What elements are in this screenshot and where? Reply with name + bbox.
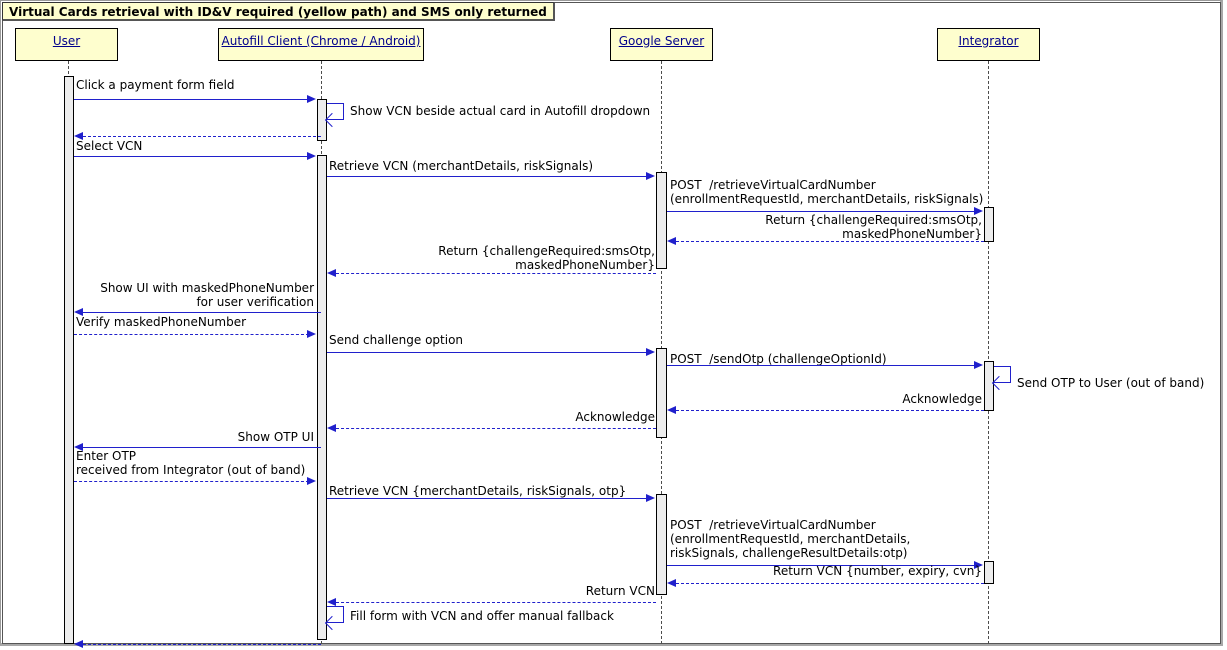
message-17-arrowhead [307, 477, 316, 485]
message-19-line [667, 565, 975, 566]
message-12-label: POST /sendOtp (challengeOptionId) [670, 352, 887, 366]
message-12-arrowhead [974, 361, 983, 369]
message-3-arrowhead [74, 132, 83, 140]
message-8-line [336, 273, 656, 274]
message-21-arrowhead [327, 598, 336, 606]
message-13-self-loop [994, 366, 1011, 383]
message-6-label-line2: (enrollmentRequestId, merchantDetails, r… [670, 192, 984, 206]
activation-google-1 [656, 172, 667, 269]
message-8-arrowhead [327, 269, 336, 277]
message-3-line [83, 136, 321, 137]
message-14-arrowhead [667, 406, 676, 414]
message-15-label: Acknowledge [575, 410, 655, 424]
activation-user [64, 76, 74, 644]
message-4-label: Select VCN [76, 139, 143, 153]
diagram-title: Virtual Cards retrieval with ID&V requir… [2, 2, 555, 21]
message-17-label-line1: Enter OTP [76, 449, 137, 463]
message-6-arrowhead [974, 207, 983, 215]
activation-google-2 [656, 348, 667, 438]
message-12-line [667, 365, 975, 366]
message-23-arrowhead [74, 640, 83, 648]
message-6-label-line1: POST /retrieveVirtualCardNumber [670, 178, 876, 192]
message-19-label-line1: POST /retrieveVirtualCardNumber [670, 518, 876, 532]
message-10-label: Verify maskedPhoneNumber [76, 315, 247, 329]
message-20-arrowhead [667, 579, 676, 587]
message-23-line [83, 644, 321, 645]
message-22-self-loop [327, 606, 344, 623]
message-14-label: Acknowledge [902, 392, 982, 406]
message-21-line [336, 602, 656, 603]
message-18-arrowhead [646, 494, 655, 502]
message-19-label-line3: riskSignals, challengeResultDetails:otp) [670, 546, 908, 560]
message-10-arrowhead [307, 330, 316, 338]
message-10-line [74, 334, 309, 335]
message-16-label: Show OTP UI [237, 430, 314, 444]
participant-google-server-label: Google Server [618, 34, 705, 48]
activation-google-3 [656, 494, 667, 595]
message-7-arrowhead [667, 237, 676, 245]
message-11-arrowhead [646, 348, 655, 356]
message-9-label-line2: for user verification [196, 295, 314, 309]
message-18-line [327, 498, 648, 499]
message-6-line [667, 211, 975, 212]
message-7-line [676, 241, 984, 242]
message-8-label-line1: Return {challengeRequired:smsOtp, [438, 244, 655, 258]
message-19-arrowhead [974, 561, 983, 569]
activation-autofill-1 [317, 99, 327, 141]
message-13-label: Send OTP to User (out of band) [1017, 376, 1205, 390]
message-9-line [83, 312, 321, 313]
participant-user-label: User [52, 34, 81, 48]
activation-integrator-2 [984, 361, 994, 411]
message-7-label-line2: maskedPhoneNumber} [842, 227, 982, 241]
participant-integrator-label: Integrator [958, 34, 1019, 48]
message-9-label-line1: Show UI with maskedPhoneNumber [100, 281, 314, 295]
activation-integrator-3 [984, 561, 994, 584]
message-19-label-line2: (enrollmentRequestId, merchantDetails, [670, 532, 911, 546]
message-5-label: Retrieve VCN (merchantDetails, riskSigna… [329, 159, 593, 173]
message-16-arrowhead [74, 443, 83, 451]
message-2-label: Show VCN beside actual card in Autofill … [350, 104, 651, 118]
participant-autofill-client-label: Autofill Client (Chrome / Android) [221, 34, 421, 48]
message-22-label: Fill form with VCN and offer manual fall… [350, 609, 614, 623]
message-15-arrowhead [327, 424, 336, 432]
message-20-label: Return VCN {number, expiry, cvn} [773, 564, 982, 578]
message-8-label-line2: maskedPhoneNumber} [515, 258, 655, 272]
message-5-line [327, 176, 648, 177]
message-17-label-line2: received from Integrator (out of band) [76, 463, 306, 477]
participant-google-server[interactable]: Google Server [610, 28, 713, 61]
message-9-arrowhead [74, 308, 83, 316]
activation-integrator-1 [984, 207, 994, 242]
message-16-line [83, 447, 321, 448]
participant-user[interactable]: User [15, 28, 118, 61]
participant-integrator[interactable]: Integrator [937, 28, 1040, 61]
message-15-line [336, 428, 656, 429]
message-2-self-loop [327, 103, 344, 120]
message-4-line [74, 156, 309, 157]
message-11-label: Send challenge option [329, 333, 464, 347]
message-21-label: Return VCN [585, 584, 655, 598]
message-20-line [676, 583, 984, 584]
message-17-line [74, 481, 309, 482]
message-4-arrowhead [307, 152, 316, 160]
message-5-arrowhead [646, 172, 655, 180]
message-1-line [74, 99, 309, 100]
message-14-line [676, 410, 984, 411]
activation-autofill-2 [317, 155, 327, 640]
message-1-arrowhead [307, 95, 316, 103]
message-18-label: Retrieve VCN {merchantDetails, riskSigna… [329, 484, 627, 498]
message-7-label-line1: Return {challengeRequired:smsOtp, [765, 213, 982, 227]
participant-autofill-client[interactable]: Autofill Client (Chrome / Android) [218, 28, 424, 61]
lifeline-integrator [988, 61, 989, 644]
message-11-line [327, 352, 648, 353]
message-1-label: Click a payment form field [76, 78, 235, 92]
